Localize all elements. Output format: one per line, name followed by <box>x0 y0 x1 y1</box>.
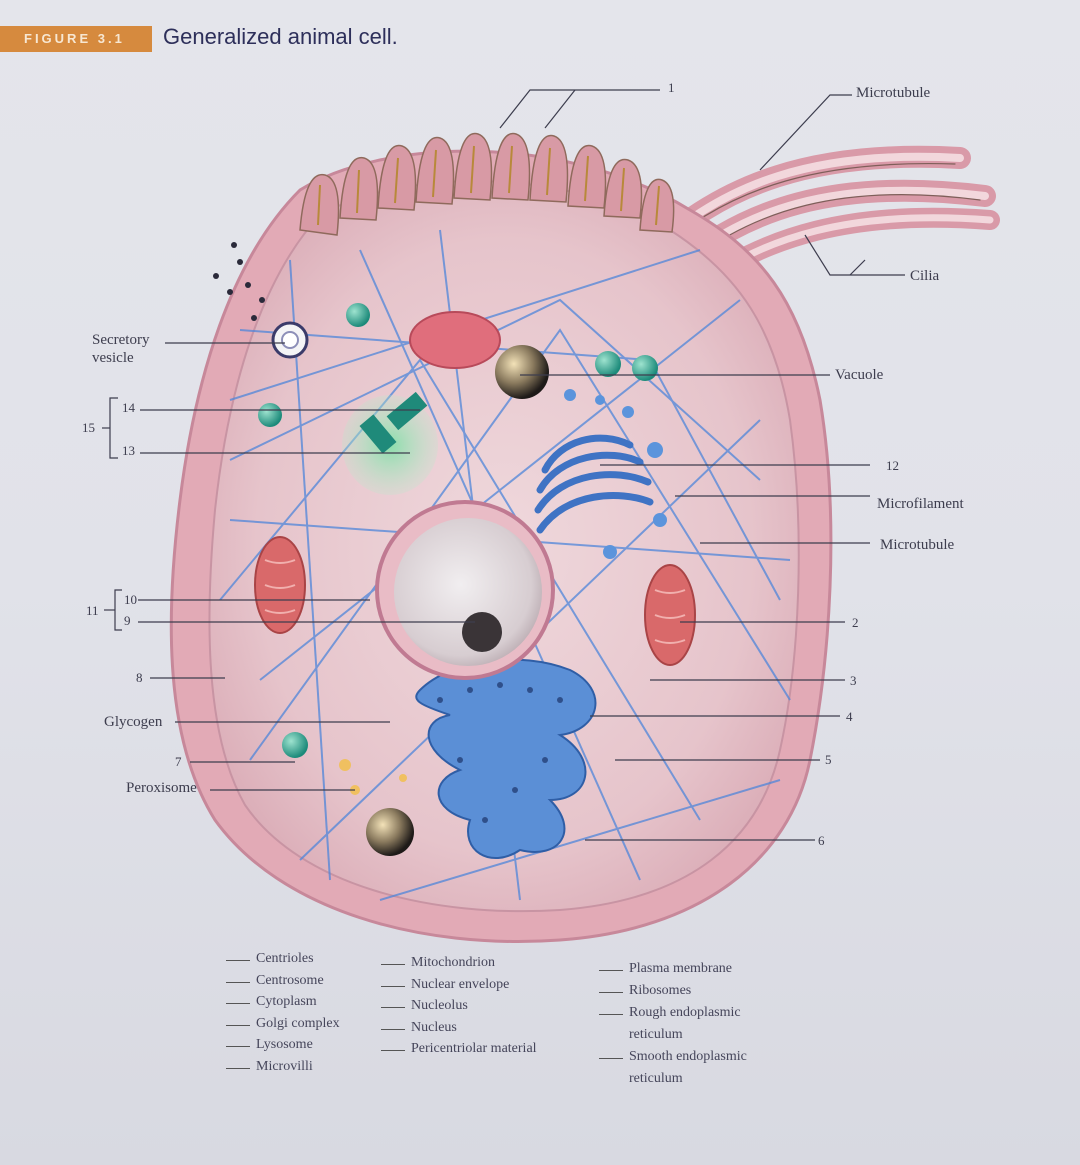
label-7: 7 <box>175 754 182 769</box>
golgi-complex <box>534 434 654 534</box>
label-13: 13 <box>122 443 135 458</box>
label-2: 2 <box>852 615 859 630</box>
label-secretory: Secretory <box>92 332 150 348</box>
key-item: Lysosome <box>226 1034 340 1056</box>
centrioles <box>359 391 428 454</box>
label-15: 15 <box>82 420 95 435</box>
label-vacuole: Vacuole <box>835 367 884 383</box>
label-microtubule-mid: Microtubule <box>880 537 955 553</box>
key-item: Nucleus <box>381 1017 537 1039</box>
key-item: Golgi complex <box>226 1013 340 1035</box>
leader-lines <box>102 89 905 841</box>
smooth-er <box>409 311 501 369</box>
label-glycogen: Glycogen <box>104 714 163 730</box>
label-4: 4 <box>846 709 853 724</box>
key-item: Smooth endoplasmic <box>599 1046 747 1068</box>
figure-label: FIGURE 3.1 <box>24 31 125 46</box>
mitochondria <box>254 536 696 666</box>
figure-label-bar <box>0 26 152 52</box>
key-item: Ribosomes <box>599 980 747 1002</box>
secretory-vesicle <box>213 242 309 359</box>
label-microtubule-top: Microtubule <box>856 85 931 101</box>
lysosome <box>366 808 414 856</box>
key-item-continuation: reticulum <box>629 1071 683 1086</box>
key-item: Rough endoplasmic <box>599 1002 747 1024</box>
key-item: Microvilli <box>226 1056 340 1078</box>
label-cilia: Cilia <box>910 268 940 284</box>
key-item: Mitochondrion <box>381 952 537 974</box>
key-item: Centrioles <box>226 948 340 970</box>
ribosomes <box>437 682 563 823</box>
label-1: 1 <box>668 80 675 95</box>
key-item: Cytoplasm <box>226 991 340 1013</box>
vacuole <box>495 345 549 399</box>
rough-er <box>415 658 597 860</box>
key-item: Pericentriolar material <box>381 1038 537 1060</box>
label-11: 11 <box>86 603 99 618</box>
key-item-continuation: reticulum <box>629 1027 683 1042</box>
nucleus <box>394 518 542 666</box>
key-item: Nucleolus <box>381 995 537 1017</box>
key-item: Plasma membrane <box>599 958 747 980</box>
label-peroxisome: Peroxisome <box>126 780 197 796</box>
label-12: 12 <box>886 458 899 473</box>
label-8: 8 <box>136 670 143 685</box>
label-5: 5 <box>825 752 832 767</box>
microvilli-core <box>317 145 660 226</box>
peroxisomes <box>258 303 658 758</box>
label-vesicle: vesicle <box>92 350 134 366</box>
nucleolus <box>462 612 502 652</box>
key-column-3: Plasma membrane Ribosomes Rough endoplas… <box>599 958 747 1090</box>
label-10: 10 <box>124 592 137 607</box>
key-column-2: Mitochondrion Nuclear envelope Nucleolus… <box>381 952 537 1060</box>
figure-title: Generalized animal cell. <box>163 24 398 49</box>
label-6: 6 <box>818 833 825 848</box>
key-column-1: Centrioles Centrosome Cytoplasm Golgi co… <box>226 948 340 1078</box>
label-9: 9 <box>124 613 131 628</box>
label-14: 14 <box>122 400 135 415</box>
key-item: Nuclear envelope <box>381 974 537 996</box>
label-3: 3 <box>850 673 857 688</box>
microvilli <box>299 132 675 236</box>
key-item: Centrosome <box>226 970 340 992</box>
label-microfilament: Microfilament <box>877 496 964 512</box>
golgi-vesicles <box>564 389 667 559</box>
